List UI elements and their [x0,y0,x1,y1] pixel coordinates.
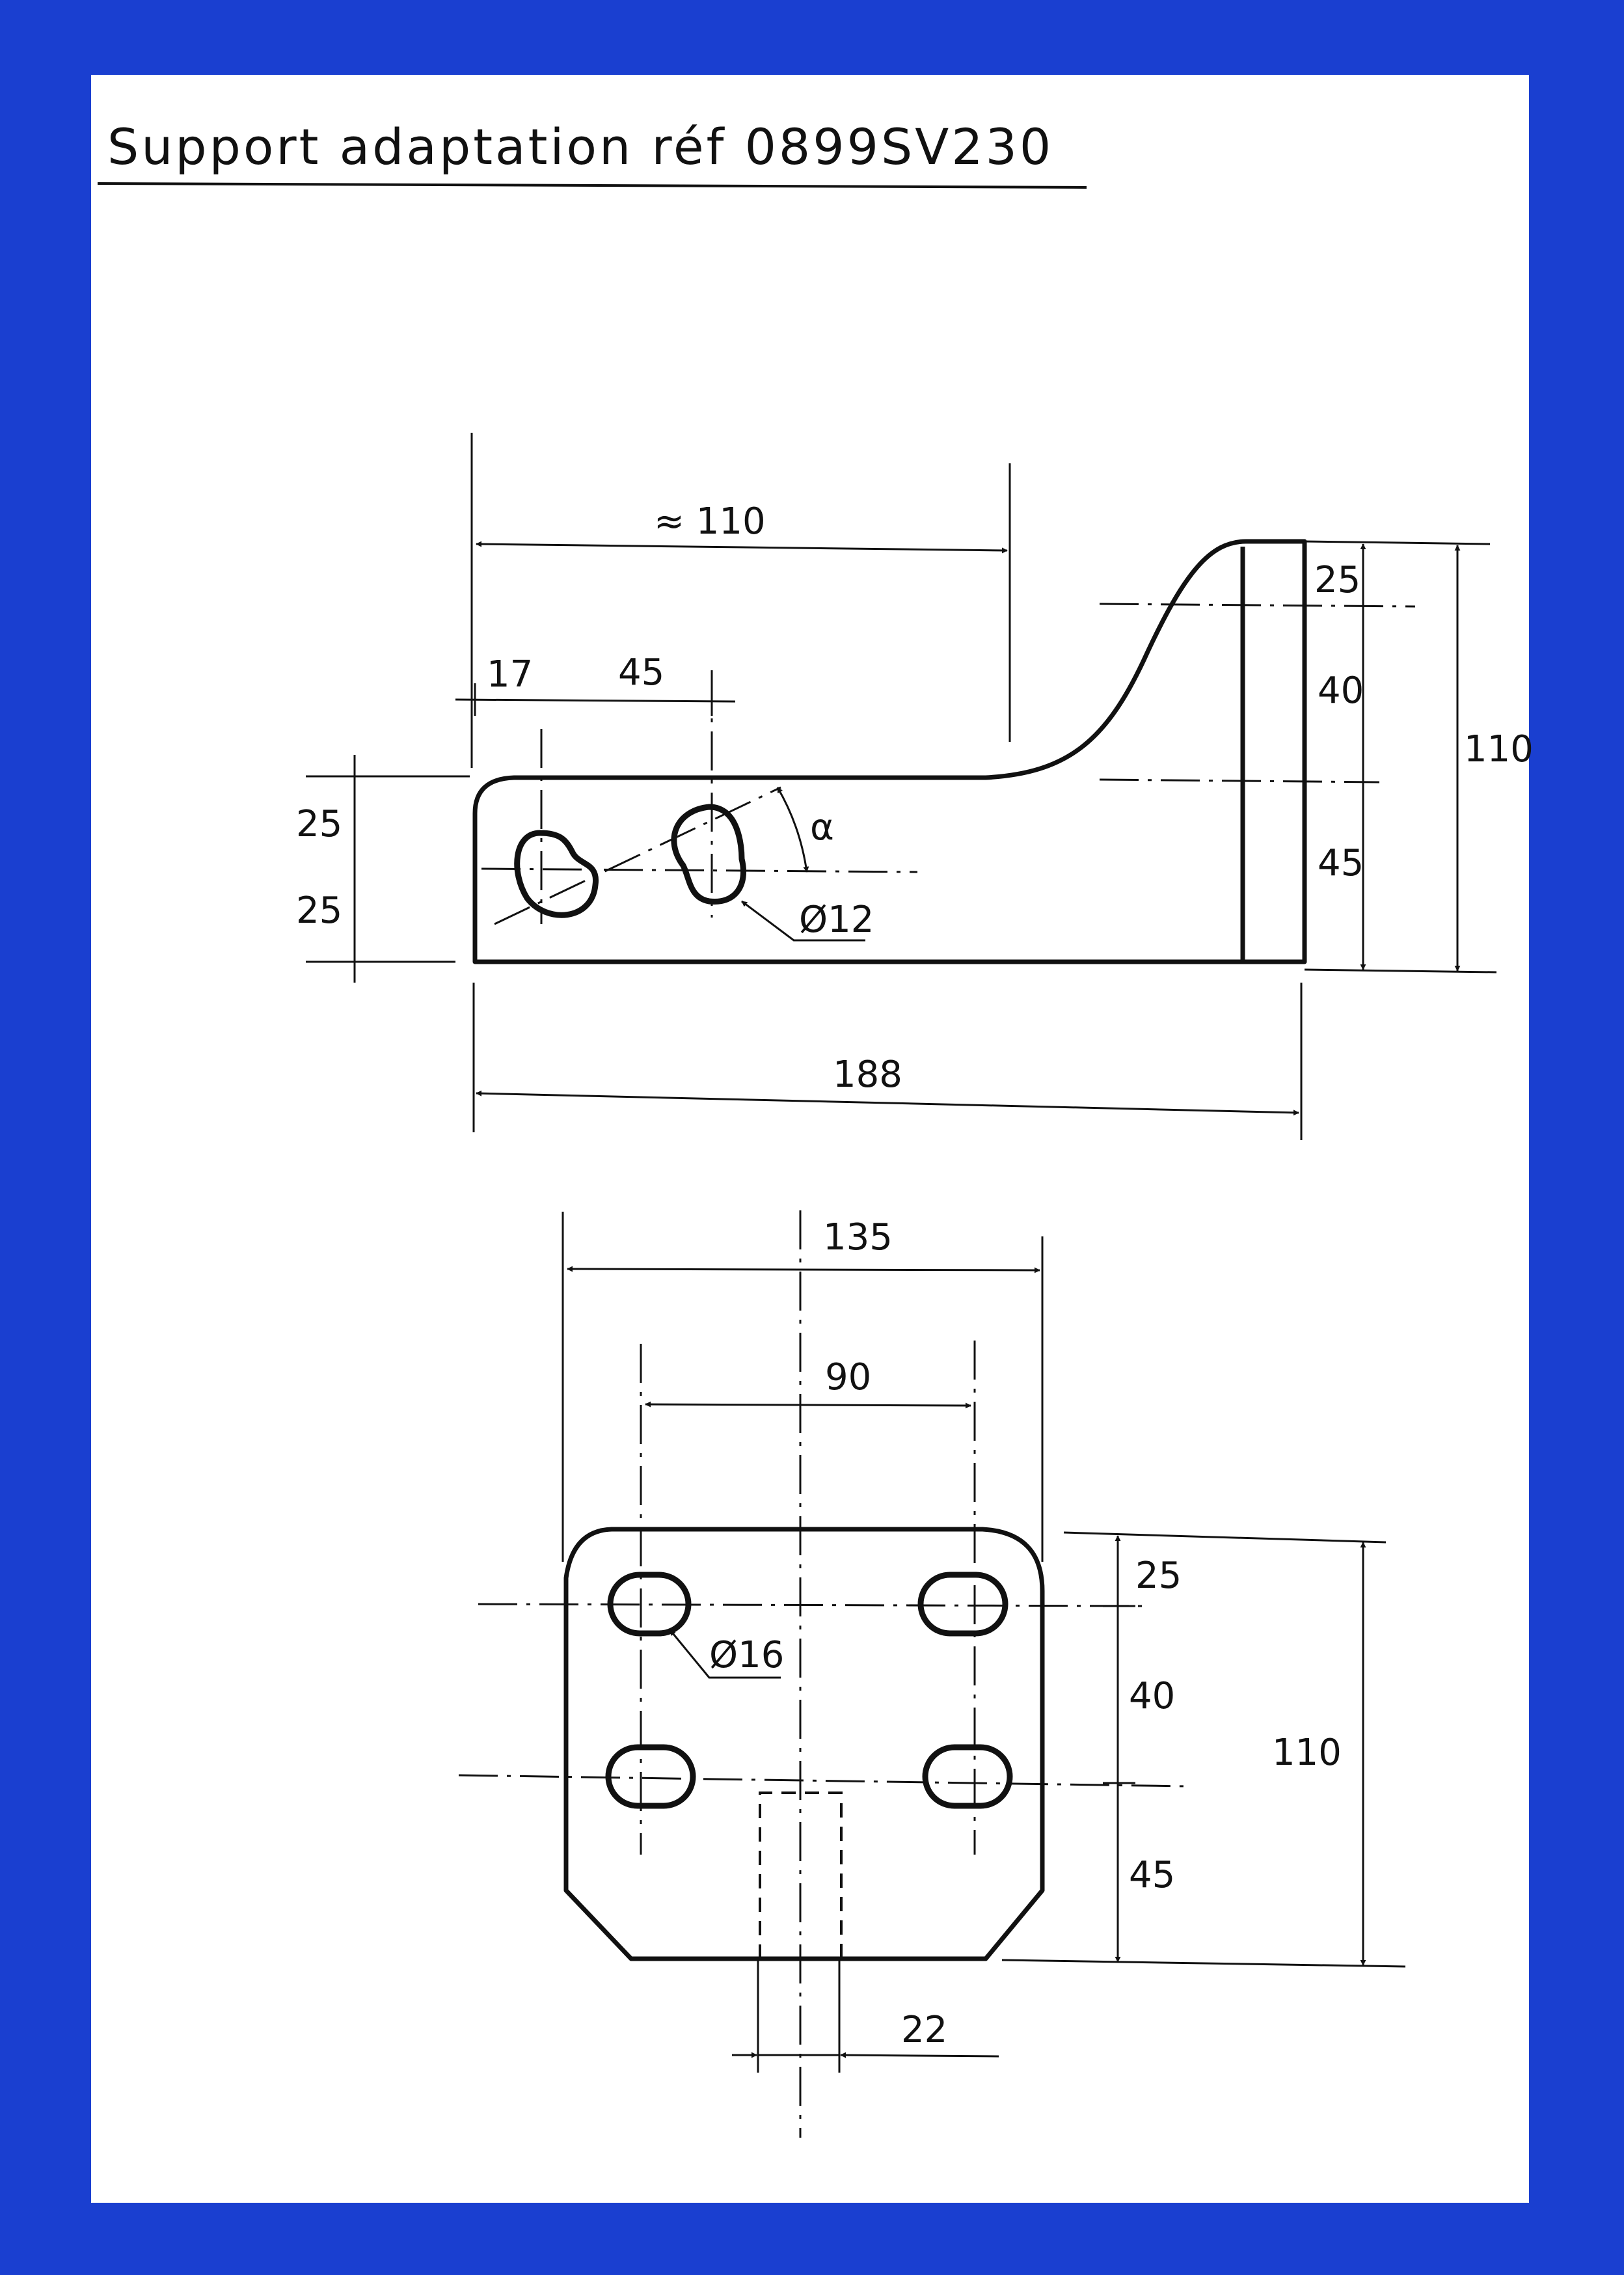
front-view-hole-bottom-right [922,1744,1013,1809]
side-view-dim-right-top: 25 [1314,559,1360,601]
front-view-dim-line-135 [567,1266,1040,1274]
front-view-ext-top [1063,1531,1387,1544]
side-view-slot-hole-2 [671,804,747,905]
side-view-dim-right-middle: 40 [1318,670,1364,712]
side-view-hole-diameter: Ø12 [799,899,874,941]
front-view: 135 90 25 40 45 110 Ø16 22 [458,1210,1406,2138]
side-view-ext-top-edge [1304,540,1491,545]
front-view-dim-middle: 40 [1129,1675,1175,1717]
side-view-hole-axis [481,867,918,873]
side-view-ext-bottom-edge [1304,968,1497,974]
front-view-top-holes-axis [478,1603,1146,1607]
front-view-dim-total-height: 110 [1272,1732,1342,1774]
side-view-dim-total-length: 188 [833,1054,902,1096]
front-view-hole-top-right [917,1572,1008,1637]
side-view-dim-first-hole-offset: 17 [487,653,533,696]
drawing-title: Support adaptation réf 0899SV230 [107,118,1053,176]
side-view-dim-total-height: 110 [1464,728,1534,770]
title-underline [97,182,1087,189]
front-view-diameter-leader [669,1629,781,1679]
side-view-slot-hole-1 [514,830,599,918]
side-view-angle-label: α [810,806,834,849]
front-view-hidden-slot [759,1791,843,1959]
front-view-outline [563,1527,1045,1961]
paper-sheet [91,75,1529,2203]
side-view-dim-line-17-45 [455,698,736,703]
side-view-dim-hole-spacing: 45 [618,651,664,694]
front-view-dim-line-22-right [840,2052,999,2058]
side-view-diameter-leader [741,900,865,942]
front-view-dim-slot-width: 22 [901,2009,947,2051]
front-view-dim-line-90 [645,1401,971,1409]
side-view: ≈ 110 17 45 25 25 α Ø12 188 25 40 45 110 [296,433,1534,1140]
front-view-dim-hole-spacing: 90 [825,1356,871,1398]
side-view-dim-hole-upper: 25 [296,803,342,845]
side-view-angle-arc [776,787,809,873]
side-view-dim-right-bottom: 45 [1318,842,1364,884]
front-view-dim-width: 135 [823,1216,893,1259]
side-view-dim-line-110-top [476,541,1008,554]
side-view-dim-hole-lower: 25 [296,890,342,932]
side-view-dim-top-length: ≈ 110 [654,500,766,543]
front-view-dim-top: 25 [1135,1555,1182,1597]
side-view-dim-line-188 [476,1090,1299,1116]
front-view-hole-diameter: Ø16 [709,1634,784,1676]
front-view-ext-bottom [1001,1959,1406,1968]
side-view-lower-ref-line [1099,778,1380,783]
side-view-inclined-axis [494,786,781,925]
side-view-outline [472,539,1307,964]
front-view-dim-bottom: 45 [1129,1854,1175,1896]
